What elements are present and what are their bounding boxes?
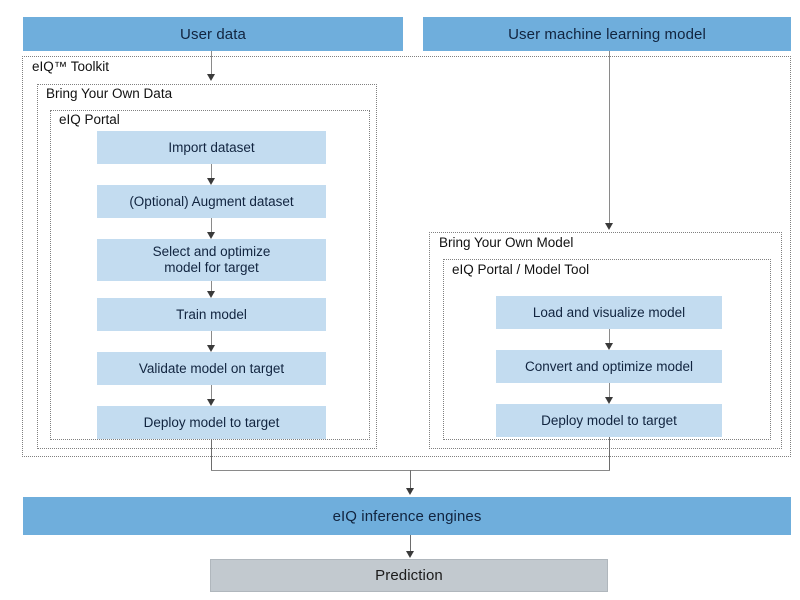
arrowhead-augment-to-select [206, 232, 215, 239]
step-load-visualize-model-label: Load and visualize model [532, 304, 686, 320]
step-deploy-model-to-target-right-label: Deploy model to target [541, 412, 677, 428]
step-select-optimize-model[interactable]: Select and optimize model for target [97, 239, 326, 281]
step-convert-optimize-model-label: Convert and optimize model [524, 358, 694, 374]
output-bar-inference-engines: eIQ inference engines [23, 497, 791, 535]
arrowhead-import-to-augment [206, 178, 215, 185]
step-augment-dataset[interactable]: (Optional) Augment dataset [97, 185, 326, 218]
connector-import-to-augment [211, 164, 212, 180]
output-box-prediction-label: Prediction [375, 567, 443, 584]
connector-train-to-validate [211, 331, 212, 347]
connector-merge-to-inference [410, 470, 411, 490]
connector-left-branch-down [211, 439, 212, 470]
step-convert-optimize-model[interactable]: Convert and optimize model [496, 350, 722, 383]
input-bar-user-model-label: User machine learning model [508, 25, 706, 43]
connector-load-to-convert [609, 329, 610, 345]
arrowhead-inference-to-prediction [405, 551, 414, 558]
group-bring-your-own-data [37, 84, 377, 449]
input-bar-user-data: User data [23, 17, 403, 51]
step-deploy-model-to-target-left[interactable]: Deploy model to target [97, 406, 326, 439]
arrowhead-userdata-to-import [206, 74, 215, 81]
arrowhead-usermodel-to-byom [604, 223, 613, 230]
arrowhead-merge-to-inference [405, 488, 414, 495]
connector-convert-to-deploy [609, 383, 610, 399]
arrowhead-train-to-validate [206, 345, 215, 352]
step-select-optimize-model-label-line2: model for target [164, 260, 259, 275]
input-bar-user-model: User machine learning model [423, 17, 791, 51]
arrowhead-convert-to-deploy [604, 397, 613, 404]
connector-augment-to-select [211, 218, 212, 234]
input-bar-user-data-label: User data [180, 25, 246, 43]
connector-usermodel-to-byom [609, 51, 610, 225]
group-bring-your-own-model-label: Bring Your Own Model [437, 235, 577, 251]
connector-inference-to-prediction [410, 535, 411, 553]
connector-userdata-to-import [211, 51, 212, 76]
group-eiq-portal [50, 110, 370, 440]
output-bar-inference-engines-label: eIQ inference engines [332, 507, 482, 525]
group-bring-your-own-model [429, 232, 782, 449]
step-validate-model-on-target[interactable]: Validate model on target [97, 352, 326, 385]
step-import-dataset[interactable]: Import dataset [97, 131, 326, 164]
group-eiq-toolkit [22, 56, 791, 457]
step-train-model-label: Train model [176, 306, 247, 322]
arrowhead-select-to-train [206, 291, 215, 298]
connector-right-branch-down [609, 437, 610, 470]
group-eiq-portal-model-tool-label: eIQ Portal / Model Tool [450, 262, 593, 278]
step-load-visualize-model[interactable]: Load and visualize model [496, 296, 722, 329]
output-box-prediction: Prediction [210, 559, 608, 592]
step-augment-dataset-label: (Optional) Augment dataset [129, 193, 294, 209]
step-deploy-model-to-target-right[interactable]: Deploy model to target [496, 404, 722, 437]
arrowhead-validate-to-deploy [206, 399, 215, 406]
connector-select-to-train [211, 281, 212, 293]
step-validate-model-on-target-label: Validate model on target [138, 360, 285, 376]
group-bring-your-own-data-label: Bring Your Own Data [44, 86, 176, 102]
step-import-dataset-label: Import dataset [168, 139, 255, 155]
group-eiq-portal-label: eIQ Portal [57, 112, 123, 128]
step-deploy-model-to-target-left-label: Deploy model to target [143, 414, 280, 430]
group-eiq-portal-model-tool [443, 259, 771, 440]
step-train-model[interactable]: Train model [97, 298, 326, 331]
step-select-optimize-model-label-line1: Select and optimize [152, 244, 271, 259]
connector-validate-to-deploy [211, 385, 212, 401]
arrowhead-load-to-convert [604, 343, 613, 350]
group-eiq-toolkit-label: eIQ™ Toolkit [30, 59, 113, 75]
